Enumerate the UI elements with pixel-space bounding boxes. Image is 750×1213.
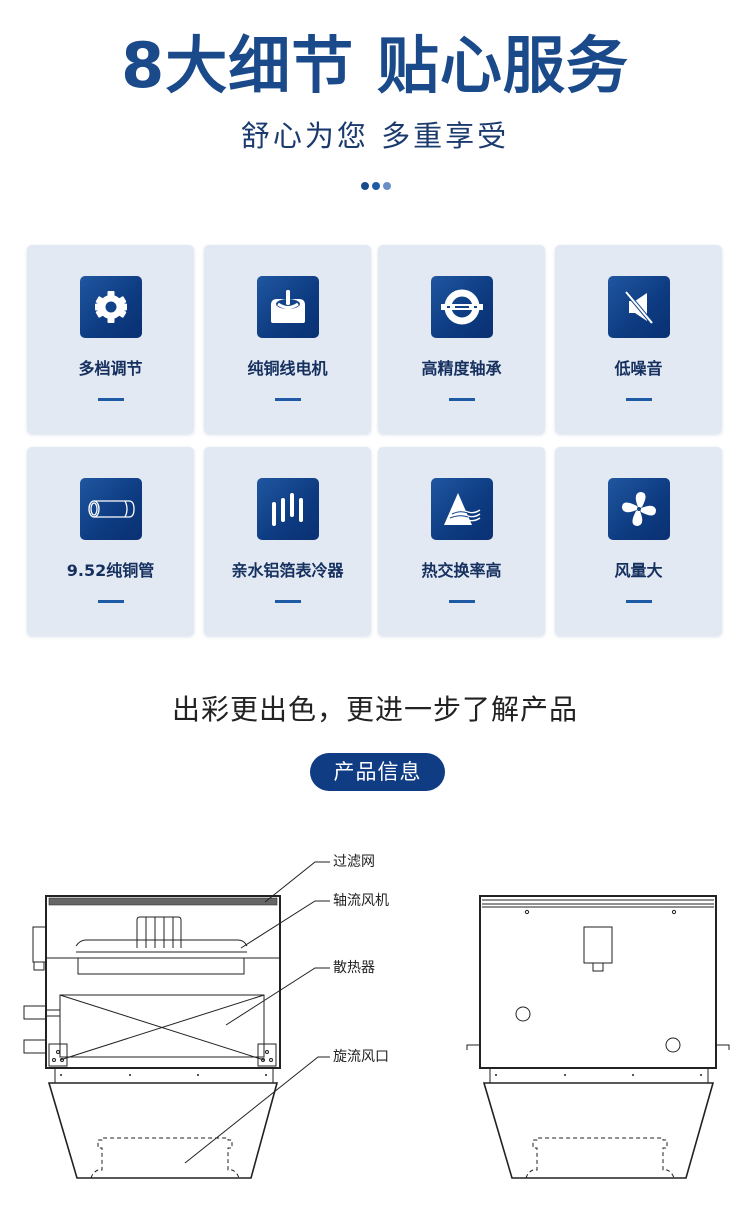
feature-label: 纯铜线电机: [247, 359, 328, 378]
feature-card-copper-motor: 纯铜线电机: [204, 245, 371, 434]
feature-label: 多档调节: [78, 359, 143, 378]
dot-icon: [372, 182, 380, 190]
divider: [448, 600, 475, 603]
feature-label: 低噪音: [614, 359, 663, 378]
callout-axial-fan: 轴流风机: [333, 893, 389, 909]
divider: [625, 600, 652, 603]
bearing-icon: [430, 276, 493, 338]
feature-card-copper-pipe: 9.52纯铜管: [27, 447, 194, 636]
dot-icon: [361, 182, 369, 190]
feature-label: 9.52纯铜管: [66, 561, 155, 580]
divider: [274, 398, 301, 401]
product-diagram: 过滤网 轴流风机 散热器 旋流风口: [0, 840, 750, 1213]
fan-icon: [607, 478, 670, 540]
heat-exchange-icon: [430, 478, 493, 540]
feature-label: 热交换率高: [421, 561, 502, 580]
page-subtitle: 舒心为您 多重享受: [240, 119, 510, 153]
feature-card-multi-speed: 多档调节: [27, 245, 194, 434]
decorative-dots: [361, 182, 391, 190]
dot-icon: [383, 182, 391, 190]
feature-card-heat-exchange: 热交换率高: [378, 447, 545, 636]
copper-pipe-icon: [79, 478, 142, 540]
feature-card-fin-cooler: 亲水铝箔表冷器: [204, 447, 371, 636]
feature-card-low-noise: 低噪音: [555, 245, 722, 434]
feature-card-bearing: 高精度轴承: [378, 245, 545, 434]
feature-label: 风量大: [614, 561, 663, 580]
divider: [625, 398, 652, 401]
page-title: 8大细节 贴心服务: [121, 29, 629, 102]
callout-filter: 过滤网: [333, 854, 375, 870]
divider: [448, 398, 475, 401]
cta-text: 出彩更出色，更进一步了解产品: [171, 693, 578, 726]
gear-icon: [79, 276, 142, 338]
divider: [97, 600, 124, 603]
feature-card-airflow: 风量大: [555, 447, 722, 636]
motor-icon: [256, 276, 319, 338]
product-info-button[interactable]: 产品信息: [310, 753, 445, 791]
callout-radiator: 散热器: [333, 960, 375, 976]
divider: [274, 600, 301, 603]
fins-icon: [256, 478, 319, 540]
divider: [97, 398, 124, 401]
mute-speaker-icon: [607, 276, 670, 338]
diagram-drawing: [23, 861, 730, 1179]
callout-swirl-vent: 旋流风口: [333, 1049, 389, 1065]
feature-label: 亲水铝箔表冷器: [231, 561, 344, 580]
feature-label: 高精度轴承: [421, 359, 502, 378]
